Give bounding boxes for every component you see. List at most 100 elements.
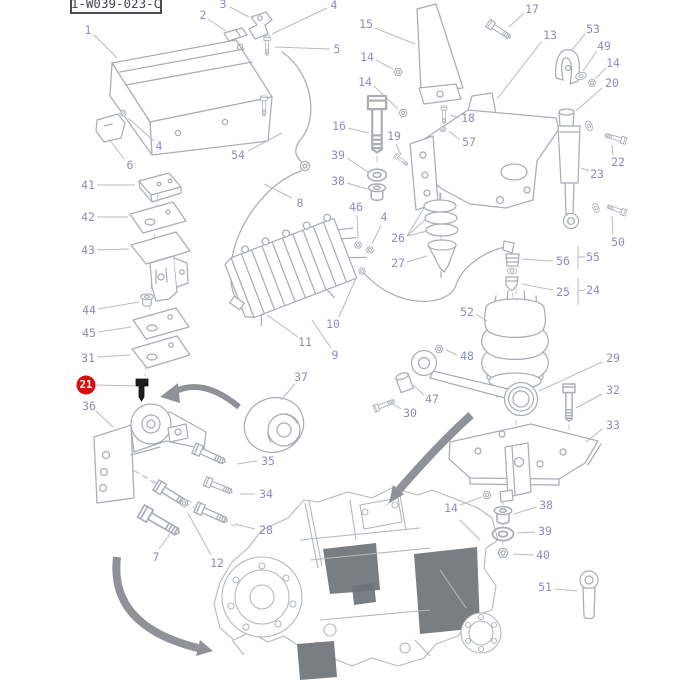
leader-line xyxy=(580,167,590,172)
callout-21[interactable]: 21 xyxy=(80,379,93,391)
callout-20[interactable]: 20 xyxy=(605,76,619,90)
callout-43[interactable]: 43 xyxy=(81,243,95,257)
callout-19[interactable]: 19 xyxy=(387,129,401,143)
bushing-38a xyxy=(367,183,387,202)
callout-34[interactable]: 34 xyxy=(259,487,273,501)
callout-28[interactable]: 28 xyxy=(259,523,273,537)
callout-31[interactable]: 31 xyxy=(81,351,95,365)
leader-line xyxy=(96,248,130,251)
part-damper-roller-37 xyxy=(243,397,305,453)
callout-2[interactable]: 2 xyxy=(200,8,207,22)
callout-8[interactable]: 8 xyxy=(297,196,304,210)
callout-52[interactable]: 52 xyxy=(460,305,474,319)
callout-25[interactable]: 25 xyxy=(556,285,570,299)
leader-line xyxy=(187,512,212,556)
tractor-illustration xyxy=(213,487,502,680)
callout-38[interactable]: 38 xyxy=(539,498,553,512)
callout-32[interactable]: 32 xyxy=(606,383,620,397)
leader-line xyxy=(95,410,114,428)
callout-26[interactable]: 26 xyxy=(391,231,405,245)
callout-50[interactable]: 50 xyxy=(611,235,625,249)
callout-22[interactable]: 22 xyxy=(611,155,625,169)
bolt-22 xyxy=(603,131,628,145)
part-clamp-3 xyxy=(248,11,273,40)
callout-30[interactable]: 30 xyxy=(403,406,417,420)
part-shock-absorber-23 xyxy=(557,108,581,230)
callout-3[interactable]: 3 xyxy=(220,0,227,11)
callout-14[interactable]: 14 xyxy=(606,56,620,70)
leader-line xyxy=(516,531,536,534)
part-plate-31 xyxy=(131,335,191,369)
leader-line xyxy=(96,354,131,358)
callout-57[interactable]: 57 xyxy=(462,135,476,149)
callout-17[interactable]: 17 xyxy=(525,2,539,16)
leader-line xyxy=(521,283,554,291)
callout-38[interactable]: 38 xyxy=(331,174,345,188)
callout-14[interactable]: 14 xyxy=(360,50,374,64)
nut-40 xyxy=(497,548,509,558)
callout-48[interactable]: 48 xyxy=(460,349,474,363)
leader-line xyxy=(236,460,258,465)
callout-16[interactable]: 16 xyxy=(332,119,346,133)
bolt-34 xyxy=(202,476,235,497)
callout-53[interactable]: 53 xyxy=(586,22,600,36)
callout-4[interactable]: 4 xyxy=(331,0,338,12)
callout-29[interactable]: 29 xyxy=(606,351,620,365)
bolt-19 xyxy=(393,152,410,168)
leader-line xyxy=(459,496,483,506)
callout-51[interactable]: 51 xyxy=(538,580,552,594)
callout-1[interactable]: 1 xyxy=(85,23,92,37)
callout-39[interactable]: 39 xyxy=(538,524,552,538)
callout-41[interactable]: 41 xyxy=(81,178,95,192)
callout-39[interactable]: 39 xyxy=(331,148,345,162)
bolt-7 xyxy=(136,504,184,540)
leader-line xyxy=(594,67,607,80)
callout-44[interactable]: 44 xyxy=(82,303,96,317)
callout-54[interactable]: 54 xyxy=(231,148,245,162)
callout-55[interactable]: 55 xyxy=(586,250,600,264)
part-stabilizer-link-47 xyxy=(395,349,509,399)
callout-18[interactable]: 18 xyxy=(461,111,475,125)
callout-15[interactable]: 15 xyxy=(359,17,373,31)
callout-23[interactable]: 23 xyxy=(590,167,604,181)
part-support-frame-13 xyxy=(409,92,560,211)
part-support-plate-33 xyxy=(448,423,602,503)
part-control-box-1 xyxy=(109,39,273,156)
air-hose-9 xyxy=(362,246,506,302)
bolt-50 xyxy=(605,202,628,217)
callout-47[interactable]: 47 xyxy=(425,392,439,406)
highlight-circle[interactable] xyxy=(76,375,96,395)
callout-12[interactable]: 12 xyxy=(210,556,224,570)
callout-4[interactable]: 4 xyxy=(381,210,388,224)
callout-46[interactable]: 46 xyxy=(349,200,363,214)
leader-line xyxy=(346,157,369,173)
nut-4c xyxy=(365,246,375,254)
part-fitting-25 xyxy=(505,276,519,291)
callout-35[interactable]: 35 xyxy=(261,454,275,468)
callout-36[interactable]: 36 xyxy=(82,399,96,413)
callout-10[interactable]: 10 xyxy=(326,317,340,331)
callout-7[interactable]: 7 xyxy=(153,550,160,564)
drawing-number: 1-W039-023-C xyxy=(70,0,162,11)
leader-line xyxy=(311,319,332,349)
callout-24[interactable]: 24 xyxy=(586,283,600,297)
callout-33[interactable]: 33 xyxy=(606,418,620,432)
callout-14[interactable]: 14 xyxy=(444,501,458,515)
callout-40[interactable]: 40 xyxy=(536,548,550,562)
callout-6[interactable]: 6 xyxy=(127,158,134,172)
callout-45[interactable]: 45 xyxy=(82,326,96,340)
callout-14[interactable]: 14 xyxy=(358,75,372,89)
part-screw-21-highlighted[interactable] xyxy=(135,378,149,402)
callout-37[interactable]: 37 xyxy=(294,370,308,384)
callout-27[interactable]: 27 xyxy=(391,256,405,270)
callout-4[interactable]: 4 xyxy=(156,139,163,153)
callout-49[interactable]: 49 xyxy=(597,39,611,53)
callout-42[interactable]: 42 xyxy=(81,210,95,224)
callout-56[interactable]: 56 xyxy=(556,254,570,268)
washer-39a xyxy=(366,168,388,182)
bolt-28 xyxy=(193,501,230,527)
callout-11[interactable]: 11 xyxy=(298,335,312,349)
callout-13[interactable]: 13 xyxy=(543,28,557,42)
callout-9[interactable]: 9 xyxy=(332,348,339,362)
callout-5[interactable]: 5 xyxy=(334,42,341,56)
